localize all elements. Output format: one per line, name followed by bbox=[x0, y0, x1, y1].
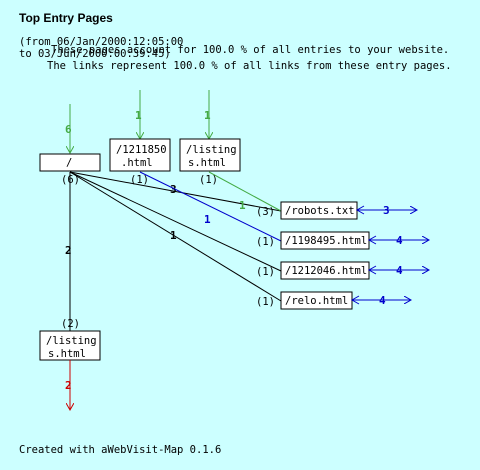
node-root-count: (6) bbox=[61, 174, 80, 186]
node-1212046-count: (1) bbox=[256, 266, 275, 278]
node-listing-bottom-count: (2) bbox=[61, 318, 80, 330]
link-count-root-robots: 3 bbox=[170, 183, 177, 196]
entry-arrow-1211850: 1 bbox=[135, 90, 142, 139]
node-relo-label: /relo.html bbox=[285, 295, 348, 307]
node-listing-top-count: (1) bbox=[199, 174, 218, 186]
node-listing-top-label-2: s.html bbox=[188, 157, 226, 169]
node-listing-top-label-1: /listing bbox=[186, 144, 237, 156]
node-1198495[interactable]: (1) /1198495.html 4 bbox=[256, 231, 429, 250]
node-listing-bottom[interactable]: (2) /listing s.html 2 bbox=[39, 318, 101, 410]
link-root-listing: 2 bbox=[65, 172, 72, 331]
summary-entries: These pages account for 100.0 % of all e… bbox=[51, 44, 450, 56]
node-listing-bottom-label-1: /listing bbox=[46, 335, 97, 347]
node-1198495-count: (1) bbox=[256, 236, 275, 248]
link-count-1211850-1198495: 1 bbox=[204, 213, 211, 226]
node-1198495-exits: 4 bbox=[396, 234, 403, 247]
node-1211850-label-1: /1211850 bbox=[116, 144, 167, 156]
node-relo-count: (1) bbox=[256, 296, 275, 308]
node-relo-exits: 4 bbox=[379, 294, 386, 307]
node-robots[interactable]: (3) /robots.txt 3 bbox=[256, 201, 417, 220]
link-1211850-1198495: 1 bbox=[139, 171, 282, 242]
node-relo[interactable]: (1) /relo.html 4 bbox=[256, 291, 411, 310]
summary-links: The links represent 100.0 % of all links… bbox=[47, 60, 452, 72]
entry-count-listing-top: 1 bbox=[204, 109, 211, 122]
node-1211850-count: (1) bbox=[130, 174, 149, 186]
node-1211850-label-2: .html bbox=[121, 157, 153, 169]
link-listing-robots: 1 bbox=[208, 171, 282, 212]
node-root[interactable]: / (6) bbox=[39, 153, 101, 186]
link-count-root-listing: 2 bbox=[65, 244, 72, 257]
node-listing-top[interactable]: /listing s.html (1) bbox=[179, 138, 241, 186]
node-robots-count: (3) bbox=[256, 206, 275, 218]
entry-count-1211850: 1 bbox=[135, 109, 142, 122]
entry-count-root: 6 bbox=[65, 123, 72, 136]
date-range-end: to 03/Jun/2000:00:39:45) bbox=[19, 48, 171, 60]
link-count-listing-robots: 1 bbox=[239, 199, 246, 212]
date-range-start: (from 06/Jan/2000:12:05:00 bbox=[19, 36, 184, 48]
node-listing-bottom-exits: 2 bbox=[65, 379, 72, 392]
node-1212046-exits: 4 bbox=[396, 264, 403, 277]
node-root-label: / bbox=[66, 157, 72, 169]
entry-arrow-listing-top: 1 bbox=[204, 90, 211, 139]
node-listing-bottom-label-2: s.html bbox=[48, 348, 86, 360]
node-1211850[interactable]: /1211850 .html (1) bbox=[109, 138, 171, 186]
node-1212046-label: /1212046.html bbox=[285, 265, 367, 277]
link-root-robots: 3 bbox=[69, 171, 282, 212]
link-root-1212046 bbox=[69, 171, 282, 272]
node-robots-exits: 3 bbox=[383, 204, 390, 217]
link-count-root-relo: 1 bbox=[170, 229, 177, 242]
node-1212046[interactable]: (1) /1212046.html 4 bbox=[256, 261, 429, 280]
footer-credit: Created with aWebVisit-Map 0.1.6 bbox=[19, 444, 222, 456]
page-title: Top Entry Pages bbox=[19, 11, 113, 25]
node-robots-label: /robots.txt bbox=[285, 205, 355, 217]
entry-arrow-root: 6 bbox=[65, 104, 72, 153]
link-root-relo: 1 bbox=[69, 171, 282, 302]
node-1198495-label: /1198495.html bbox=[285, 235, 367, 247]
